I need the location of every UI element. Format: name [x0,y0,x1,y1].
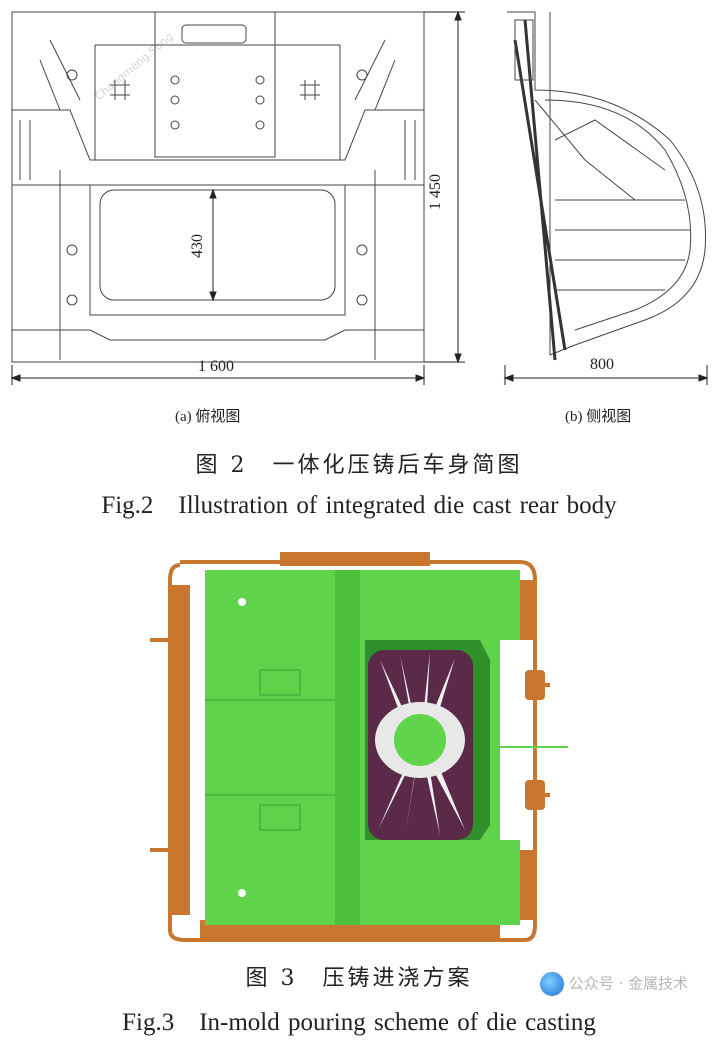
dim-width: 1 600 [198,358,234,375]
figure2-caption-en: Fig.2 Illustration of integrated die cas… [101,492,617,519]
panel-b-label: (b) 侧视图 [565,409,632,425]
watermark-logo-icon [540,971,564,996]
figure3-caption-en: Fig.3 In-mold pouring scheme of die cast… [122,1009,596,1036]
wechat-watermark: 公众号 · 金属技术 [540,970,688,996]
watermark-label: 公众号 · 金属技术 [568,974,689,993]
dim-opening: 430 [189,234,206,258]
side-view-drawing [503,11,709,385]
figure2-caption-cn: 图 2 一体化压铸后车身简图 [195,453,523,478]
die-casting-pouring-image [150,552,568,942]
top-view-drawing [10,10,465,385]
dim-height: 1 450 [427,174,444,210]
dim-depth: 800 [590,356,614,373]
figure3-caption-cn: 图 3 压铸进浇方案 [245,966,473,991]
panel-a-label: (a) 俯视图 [175,409,241,425]
